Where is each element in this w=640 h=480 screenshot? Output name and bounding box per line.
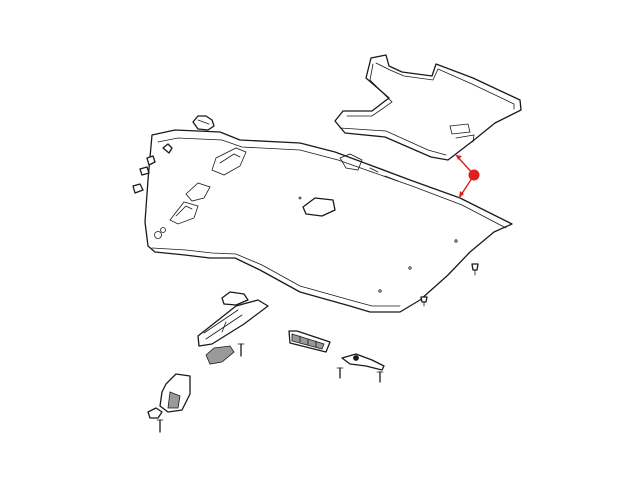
headliner-panel[interactable] [144,129,513,313]
measurement-callout[interactable] [455,154,480,199]
sun-visor[interactable] [197,291,269,365]
dome-lamp-bracket[interactable] [288,330,331,353]
insulation-pad[interactable] [334,54,522,161]
lower-visor-panel[interactable] [147,373,191,419]
fastener-screws[interactable] [420,263,479,307]
visor-screws[interactable] [156,343,245,433]
coat-hook[interactable] [336,353,385,383]
retainer-clips[interactable] [132,115,215,194]
callout-marker[interactable] [468,169,480,181]
